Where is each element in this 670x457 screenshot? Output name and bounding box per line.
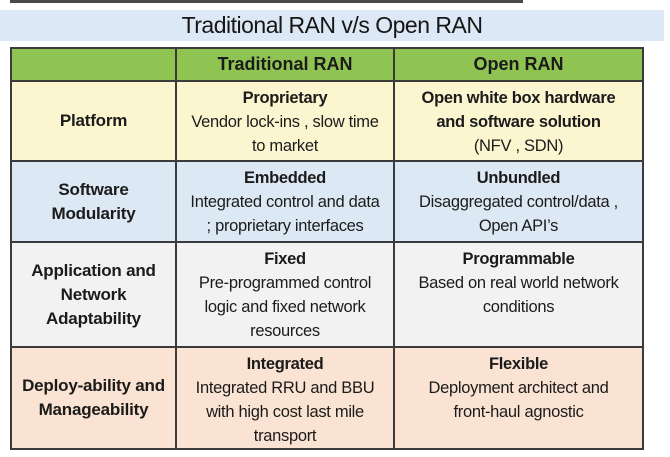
cell-software-open: Unbundled Disaggregated control/data , O… [393,160,644,243]
row-label-platform: Platform [10,80,177,162]
row-label-deployability: Deploy-ability and Manageability [10,346,177,450]
cell-detail: Deployment architect and front-haul agno… [428,379,609,421]
table-row-platform: Platform Proprietary Vendor lock-ins , s… [10,80,644,162]
cell-keyword: Flexible [488,355,549,373]
cell-keyword: Programmable [462,250,575,268]
table-row-deployability: Deploy-ability and Manageability Integra… [10,346,644,450]
slide-title: Traditional RAN v/s Open RAN [181,12,483,38]
cell-platform-open: Open white box hardware and software sol… [393,80,644,162]
cell-detail: Based on real world network conditions [418,274,619,316]
cell-keyword: Open white box hardware and software sol… [421,89,616,131]
comparison-table: Traditional RAN Open RAN Platform Propri… [10,47,644,450]
cell-detail: Integrated RRU and BBU with high cost la… [195,379,375,445]
cell-adaptability-traditional: Fixed Pre-programmed control logic and f… [175,241,395,348]
cell-adaptability-open: Programmable Based on real world network… [393,241,644,348]
table-row-software-modularity: Software Modularity Embedded Integrated … [10,160,644,243]
table-header-row: Traditional RAN Open RAN [10,47,644,82]
row-label-software-modularity: Software Modularity [10,160,177,243]
cell-detail: Pre-programmed control logic and fixed n… [198,274,372,340]
cell-deployability-traditional: Integrated Integrated RRU and BBU with h… [175,346,395,450]
cell-keyword: Unbundled [476,169,561,187]
cell-software-traditional: Embedded Integrated control and data ; p… [175,160,395,243]
cell-detail: Integrated control and data ; proprietar… [190,193,380,235]
row-label-adaptability: Application and Network Adaptability [10,241,177,348]
cell-keyword: Integrated [246,355,324,373]
table-row-adaptability: Application and Network Adaptability Fix… [10,241,644,348]
cell-keyword: Proprietary [242,89,328,107]
cell-platform-traditional: Proprietary Vendor lock-ins , slow time … [175,80,395,162]
cell-deployability-open: Flexible Deployment architect and front-… [393,346,644,450]
column-header-feature [10,47,177,82]
column-header-open-ran: Open RAN [393,47,644,82]
cell-detail: Vendor lock-ins , slow time to market [191,113,379,155]
top-edge-line [10,0,523,3]
cell-detail: (NFV , SDN) [473,137,564,155]
slide-title-band: Traditional RAN v/s Open RAN [0,10,664,41]
cell-keyword: Fixed [264,250,306,268]
column-header-traditional-ran: Traditional RAN [175,47,395,82]
cell-keyword: Embedded [244,169,326,187]
cell-detail: Disaggregated control/data , Open API’s [419,193,618,235]
